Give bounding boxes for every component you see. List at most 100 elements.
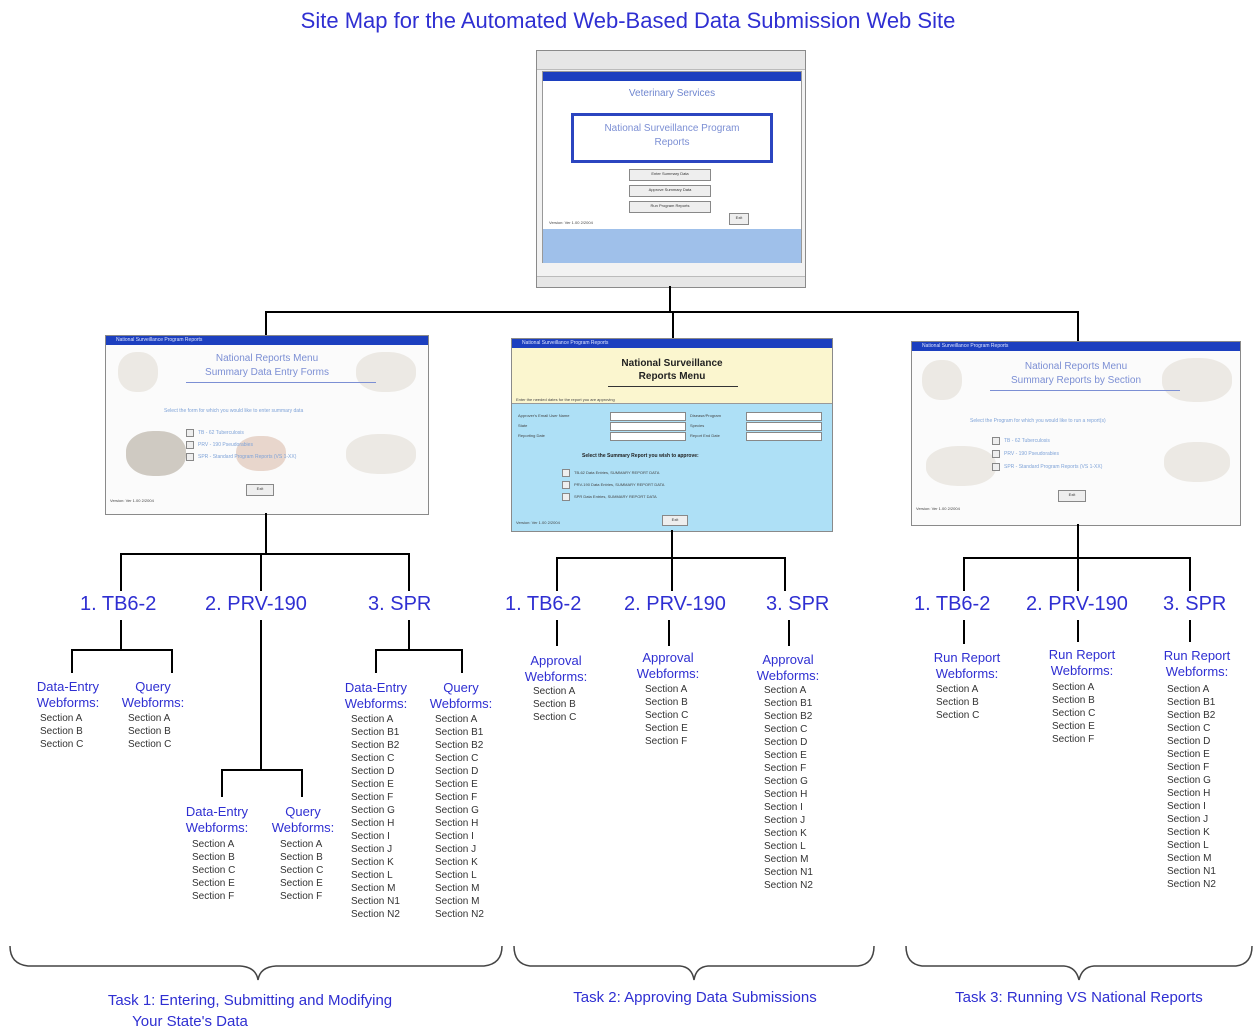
task1-program-tb: 1. TB6-2 bbox=[80, 593, 157, 615]
section-item: Section L bbox=[764, 841, 806, 852]
task2-state-select[interactable] bbox=[610, 422, 686, 431]
task3-screenshot: National Surveillance Program Reports Na… bbox=[911, 341, 1241, 526]
section-item: Section M bbox=[435, 896, 480, 907]
section-item: Section M bbox=[1167, 853, 1212, 864]
task3-option-spr-button[interactable] bbox=[992, 463, 1000, 471]
task1-label: Task 1: Entering, Submitting and Modifyi… bbox=[107, 992, 393, 1030]
task1-prompt: Select the form for which you would like… bbox=[164, 408, 304, 414]
task3-title-1: National Reports Menu bbox=[1024, 361, 1128, 372]
task2-option-spr-button[interactable] bbox=[562, 493, 570, 501]
task2-titlebar: National Surveillance Program Reports bbox=[512, 339, 832, 348]
task1-option-spr: SPR - Standard Program Reports (VS 1-XX) bbox=[198, 454, 297, 460]
section-item: Section D bbox=[351, 766, 395, 777]
task1-option-tb-button[interactable] bbox=[186, 429, 194, 437]
section-item: Section H bbox=[764, 789, 808, 800]
section-item: Section N1 bbox=[1167, 866, 1216, 877]
task3-option-prv: PRV - 190 Pseudorabies bbox=[1004, 451, 1059, 457]
task2-species-select[interactable] bbox=[746, 422, 822, 431]
section-item: Section N2 bbox=[1167, 879, 1216, 890]
task2-exit-button[interactable]: Exit bbox=[662, 515, 688, 526]
section-item: Section L bbox=[435, 870, 477, 881]
section-item: Section F bbox=[764, 763, 807, 774]
task1-title-1: National Reports Menu bbox=[215, 353, 319, 364]
section-item: Section K bbox=[435, 857, 478, 868]
main-box-text: National Surveillance Program Reports bbox=[604, 123, 740, 148]
section-item: Section H bbox=[1167, 788, 1211, 799]
section-item: Section B1 bbox=[764, 698, 813, 709]
section-item: Section B2 bbox=[764, 711, 813, 722]
task1-exit-button[interactable]: Exit bbox=[246, 484, 274, 496]
task2-disease-select[interactable] bbox=[746, 412, 822, 421]
task3-program-spr: 3. SPR bbox=[1163, 593, 1227, 615]
task3-exit-button[interactable]: Exit bbox=[1058, 490, 1086, 502]
section-item: Section B1 bbox=[351, 727, 400, 738]
section-item: Section B1 bbox=[435, 727, 484, 738]
task3-option-tb-button[interactable] bbox=[992, 437, 1000, 445]
enter-summary-button[interactable]: Enter Summary Data bbox=[629, 169, 711, 181]
task2-title-2: Reports Menu bbox=[638, 371, 706, 382]
task1-title-2: Summary Data Entry Forms bbox=[205, 367, 329, 378]
section-item: Section G bbox=[351, 805, 395, 816]
task2-screenshot: National Surveillance Program Reports Na… bbox=[511, 338, 833, 532]
task3-option-prv-button[interactable] bbox=[992, 450, 1000, 458]
section-item: Section N1 bbox=[764, 867, 813, 878]
task3-brace bbox=[905, 945, 1253, 981]
task2-option-tb-button[interactable] bbox=[562, 469, 570, 477]
task3-title-2: Summary Reports by Section bbox=[1010, 375, 1142, 386]
section-item: Section E bbox=[764, 750, 807, 761]
window-titlebar bbox=[543, 72, 801, 81]
section-item: Section D bbox=[1167, 736, 1211, 747]
task2-approver-input[interactable] bbox=[610, 412, 686, 421]
section-item: Section I bbox=[435, 831, 474, 842]
version-label: Version: Ver 1.00 2/2004 bbox=[549, 220, 593, 225]
task3-titlebar: National Surveillance Program Reports bbox=[912, 342, 1240, 351]
section-item: Section I bbox=[764, 802, 803, 813]
exit-button[interactable]: Exit bbox=[729, 213, 749, 225]
browser-toolbar bbox=[537, 51, 805, 70]
section-item: Section M bbox=[435, 883, 480, 894]
section-item: Section E bbox=[435, 779, 478, 790]
section-item: Section N2 bbox=[435, 909, 484, 920]
approve-summary-button[interactable]: Approve Summary Data bbox=[629, 185, 711, 197]
section-item: Section N2 bbox=[351, 909, 400, 920]
task2-enddate-input[interactable] bbox=[746, 432, 822, 441]
section-item: Section J bbox=[764, 815, 806, 826]
diagram-title: Site Map for the Automated Web-Based Dat… bbox=[300, 8, 956, 33]
section-item: Section G bbox=[435, 805, 479, 816]
section-item: Section I bbox=[1167, 801, 1206, 812]
run-reports-button[interactable]: Run Program Reports bbox=[629, 201, 711, 213]
section-item: Section K bbox=[1167, 827, 1210, 838]
task3-prompt: Select the Program for which you would l… bbox=[970, 418, 1106, 424]
section-item: Section A bbox=[1167, 684, 1210, 695]
main-title-box: National Surveillance Program Reports bbox=[571, 113, 773, 163]
task2-date-input[interactable] bbox=[610, 432, 686, 441]
task2-option-prv: PRV-190 Data Entries, SUMMARY REPORT DAT… bbox=[574, 482, 665, 487]
task2-field-label-enddate: Report End Date bbox=[690, 433, 720, 438]
task2-version: Version: Ver 1.00 2/2004 bbox=[516, 520, 560, 525]
task2-field-label-disease: Disease/Program bbox=[690, 413, 721, 418]
section-item: Section N2 bbox=[764, 880, 813, 891]
task1-option-prv-button[interactable] bbox=[186, 441, 194, 449]
section-item: Section F bbox=[435, 792, 478, 803]
task1-program-prv: 2. PRV-190 bbox=[205, 593, 307, 615]
task3-label: Task 3: Running VS National Reports bbox=[955, 989, 1203, 1006]
task1-option-spr-button[interactable] bbox=[186, 453, 194, 461]
section-item: Section D bbox=[435, 766, 479, 777]
main-menu-screenshot: Veterinary Services National Surveillanc… bbox=[536, 50, 806, 288]
task2-option-prv-button[interactable] bbox=[562, 481, 570, 489]
section-item: Section B2 bbox=[435, 740, 484, 751]
